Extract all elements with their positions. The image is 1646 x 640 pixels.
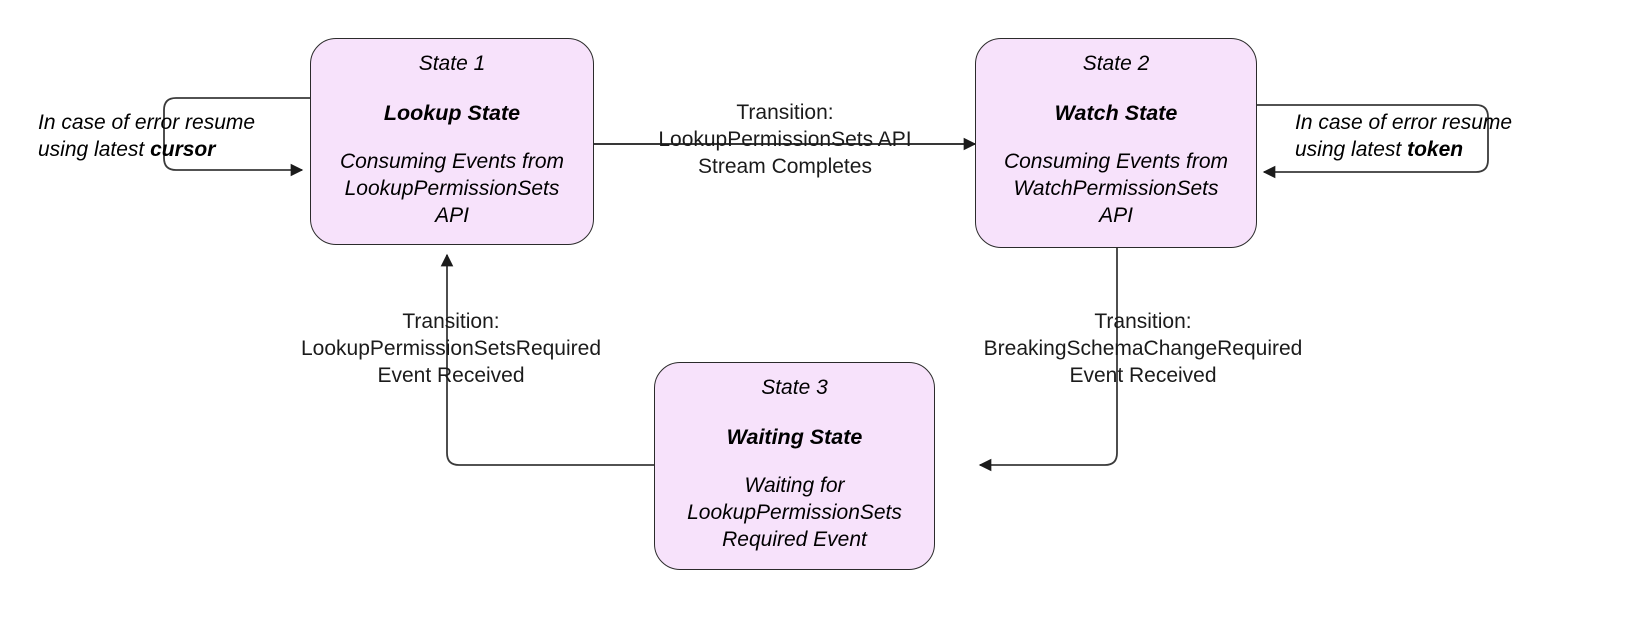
edge-label-lookup-to-watch: Transition: LookupPermissionSets API Str… — [658, 101, 912, 178]
note-lookup-error-resume: In case of error resume using latest cur… — [38, 109, 288, 164]
state-3-title: Waiting State — [726, 425, 863, 450]
state-2-description: Consuming Events from WatchPermissionSet… — [1003, 149, 1229, 227]
state-2-title: Watch State — [1054, 101, 1178, 126]
state-2-id: State 2 — [1082, 52, 1150, 75]
note-watch-emphasis: token — [1407, 138, 1464, 162]
edge-label-watch-to-waiting: Transition: BreakingSchemaChangeRequired… — [983, 310, 1303, 387]
state-3-id: State 3 — [761, 376, 828, 399]
note-lookup-emphasis: cursor — [150, 138, 216, 162]
state-box-2[interactable]: State 2 Watch State Consuming Events fro… — [975, 38, 1257, 248]
state-box-3[interactable]: State 3 Waiting State Waiting for Lookup… — [654, 362, 935, 570]
note-watch-text: In case of error resume using latest — [1295, 111, 1513, 162]
edge-label-waiting-to-lookup: Transition: LookupPermissionSetsRequired… — [301, 310, 601, 387]
state-3-description: Waiting for LookupPermissionSets Require… — [687, 473, 902, 551]
state-1-id: State 1 — [418, 52, 486, 75]
state-1-title: Lookup State — [383, 101, 521, 126]
state-1-description: Consuming Events from LookupPermissionSe… — [339, 149, 565, 227]
state-box-1[interactable]: State 1 Lookup State Consuming Events fr… — [310, 38, 594, 245]
note-lookup-text: In case of error resume using latest — [38, 111, 256, 162]
note-watch-error-resume: In case of error resume using latest tok… — [1295, 109, 1555, 164]
